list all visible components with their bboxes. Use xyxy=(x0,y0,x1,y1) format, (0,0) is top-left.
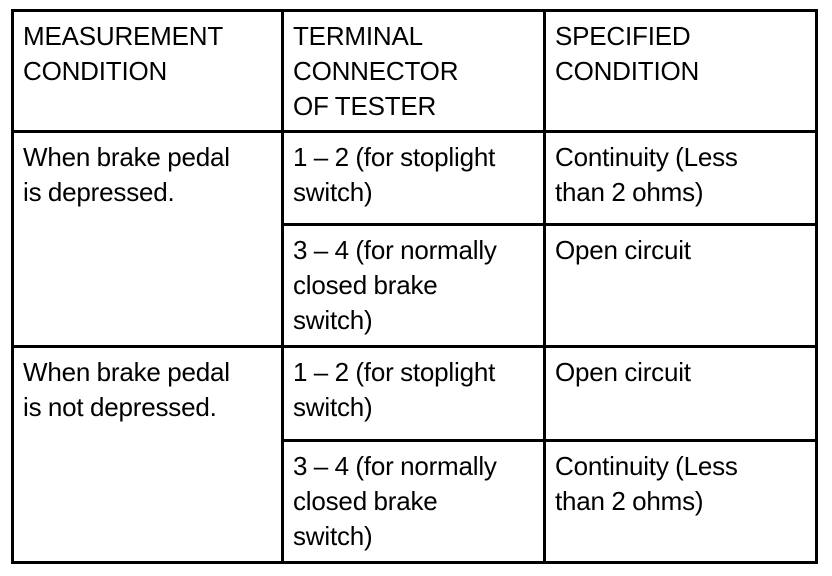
cell-measurement-condition-not-depressed-text: When brake pedal is not depressed. xyxy=(23,357,230,423)
table-body: When brake pedal is depressed. 1 – 2 (fo… xyxy=(12,131,817,563)
cell-specified-condition-not-depressed-brake-text: Continuity (Less than 2 ohms) xyxy=(555,450,738,516)
column-header-measurement-condition: MEASUREMENT CONDITION xyxy=(12,10,283,133)
table-row: When brake pedal is depressed. 1 – 2 (fo… xyxy=(12,131,817,347)
cell-terminal-connector-not-depressed-stoplight: 1 – 2 (for stoplight switch) xyxy=(281,345,545,441)
cell-specified-condition-depressed-stoplight: Continuity (Less than 2 ohms) xyxy=(543,131,817,225)
table-header: MEASUREMENT CONDITION TERMINAL CONNECTOR… xyxy=(12,10,817,133)
cell-terminal-connector-depressed-stoplight: 1 – 2 (for stoplight switch) xyxy=(281,131,545,225)
cell-specified-condition-not-depressed-stoplight: Open circuit xyxy=(543,345,817,441)
cell-measurement-condition-not-depressed: When brake pedal is not depressed. xyxy=(12,345,283,563)
table-row: 3 – 4 (for normally closed brake switch)… xyxy=(13,223,817,347)
column-header-terminal-connector-text: TERMINAL CONNECTOR OF TESTER xyxy=(293,21,459,121)
cell-terminal-connector-depressed-brake: 3 – 4 (for normally closed brake switch) xyxy=(281,223,545,347)
cell-specified-condition-depressed-brake: Open circuit xyxy=(543,223,817,347)
cell-terminal-connector-not-depressed-brake: 3 – 4 (for normally closed brake switch) xyxy=(281,438,545,563)
column-header-measurement-condition-text: MEASUREMENT CONDITION xyxy=(23,21,224,86)
cell-specified-condition-depressed-stoplight-text: Continuity (Less than 2 ohms) xyxy=(555,142,738,207)
cell-measurement-condition-depressed-text: When brake pedal is depressed. xyxy=(23,142,230,207)
cell-specified-condition-depressed-brake-text: Open circuit xyxy=(555,235,691,266)
table-row: 3 – 4 (for normally closed brake switch)… xyxy=(13,438,817,563)
brake-switch-inspection-table: MEASUREMENT CONDITION TERMINAL CONNECTOR… xyxy=(11,9,818,564)
cell-terminal-connector-not-depressed-brake-text: 3 – 4 (for normally closed brake switch) xyxy=(293,450,497,551)
header-row: MEASUREMENT CONDITION TERMINAL CONNECTOR… xyxy=(12,10,817,133)
column-header-specified-condition: SPECIFIED CONDITION xyxy=(543,10,817,133)
cell-terminal-connector-depressed-stoplight-text: 1 – 2 (for stoplight switch) xyxy=(293,142,496,207)
column-header-specified-condition-text: SPECIFIED CONDITION xyxy=(555,21,700,86)
cell-terminal-connector-depressed-brake-text: 3 – 4 (for normally closed brake switch) xyxy=(293,235,497,336)
cell-terminal-connector-not-depressed-stoplight-text: 1 – 2 (for stoplight switch) xyxy=(293,357,496,423)
table-row: When brake pedal is not depressed. 1 – 2… xyxy=(12,345,817,563)
column-header-terminal-connector: TERMINAL CONNECTOR OF TESTER xyxy=(281,10,545,133)
cell-measurement-condition-depressed: When brake pedal is depressed. xyxy=(12,131,283,347)
cell-specified-condition-not-depressed-brake: Continuity (Less than 2 ohms) xyxy=(543,438,817,563)
cell-specified-condition-not-depressed-stoplight-text: Open circuit xyxy=(555,357,691,388)
